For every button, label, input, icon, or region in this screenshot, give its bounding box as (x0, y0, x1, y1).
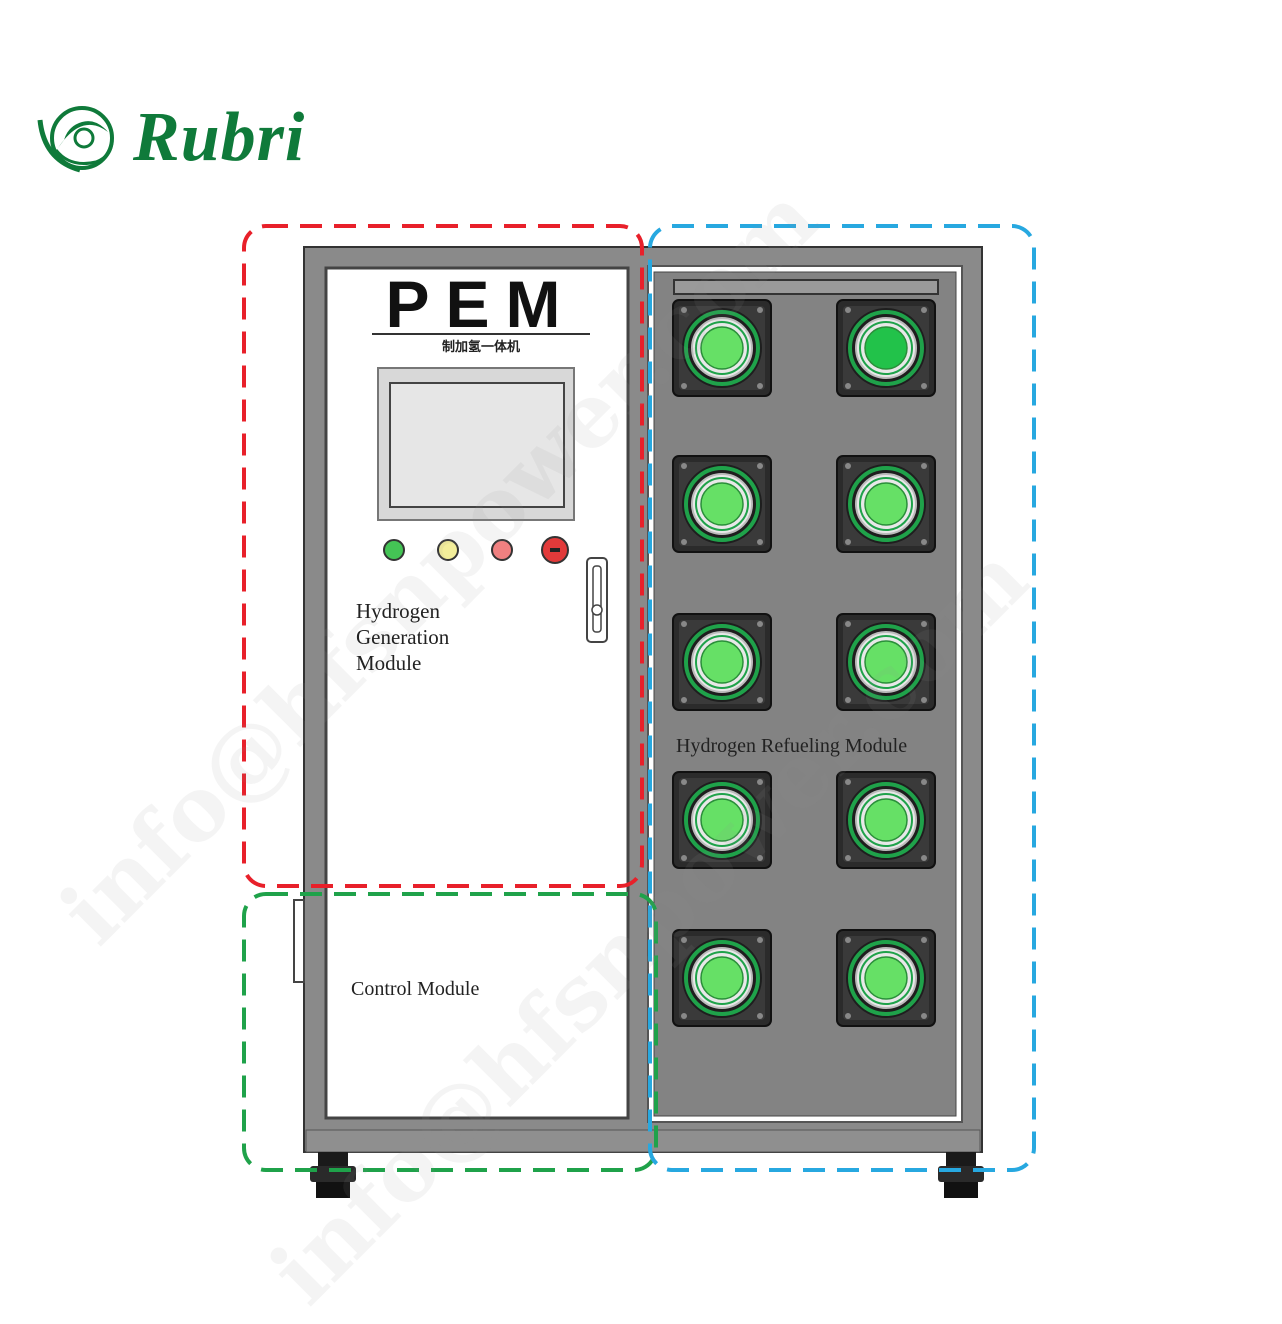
rubri-logo-icon (37, 106, 114, 173)
refueling-nozzle (672, 771, 772, 869)
equipment-diagram (37, 106, 1036, 1198)
refueling-module-label: Hydrogen Refueling Module (676, 735, 908, 757)
generation-label-line: Module (356, 651, 422, 675)
refueling-nozzle (836, 613, 936, 711)
green-indicator-light (383, 539, 405, 561)
refueling-nozzle (672, 455, 772, 553)
panel-title: PEM (385, 267, 577, 341)
red-indicator-light (491, 539, 513, 561)
generation-module-label: Hydrogen Generation Module (356, 598, 496, 676)
nameplate-slot (673, 279, 939, 295)
yellow-indicator-light (437, 539, 459, 561)
refueling-nozzle (672, 613, 772, 711)
refueling-nozzle (672, 929, 772, 1027)
refueling-nozzle (836, 455, 936, 553)
brand-name: Rubri (133, 99, 306, 176)
generation-label-line: Hydrogen (356, 599, 440, 623)
refueling-nozzle (672, 299, 772, 397)
left-foot-icon (310, 1152, 356, 1198)
panel-subtitle: 制加氢一体机 (441, 340, 520, 355)
control-module-label: Control Module (351, 978, 480, 1000)
refueling-module-outline (648, 224, 1036, 1172)
right-foot-icon (938, 1152, 984, 1198)
touch-screen (389, 382, 565, 508)
generation-label-line: Generation (356, 625, 450, 649)
refueling-nozzle (836, 299, 936, 397)
nozzle-grid (672, 299, 936, 1027)
generation-module-outline (242, 224, 644, 888)
refueling-nozzle (836, 771, 936, 869)
refueling-nozzle (836, 929, 936, 1027)
door-handle-icon (586, 557, 608, 643)
control-module-outline (242, 892, 658, 1172)
